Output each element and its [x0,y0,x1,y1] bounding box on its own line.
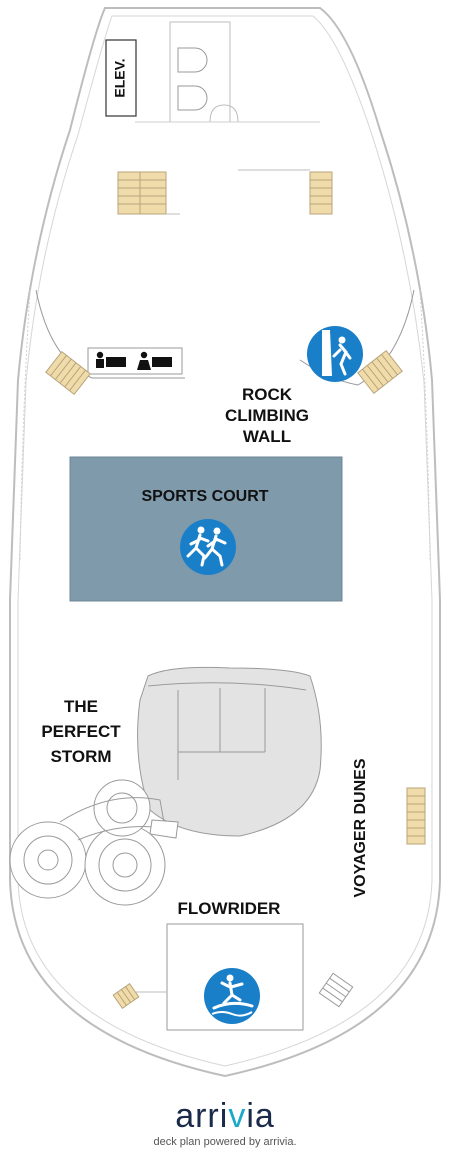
running-icon [180,519,236,575]
stairs-aft-port [112,983,140,1009]
perfect-storm-top [147,682,307,691]
stairs-forward-starboard [309,171,333,215]
label-rock-climbing-3: WALL [243,427,291,446]
surfing-icon [204,968,260,1024]
label-perfect-storm-1: THE [64,697,98,716]
restroom-women-icon [137,351,172,370]
stairs-aft-starboard [318,972,354,1008]
restroom-men-icon [96,351,126,368]
stairs-mid-port [45,350,91,396]
curved-wall-port [35,289,185,379]
elevator-car-2 [177,85,208,111]
label-perfect-storm-2: PERFECT [41,722,121,741]
railing-starboard [419,289,431,561]
label-rock-climbing-2: CLIMBING [225,406,309,425]
label-voyager-dunes: VOYAGER DUNES [352,758,369,897]
label-perfect-storm-3: STORM [50,747,111,766]
rock-climbing-icon [307,326,363,382]
elevator-box [105,39,137,117]
footer-tagline: deck plan powered by arrivia. [153,1136,297,1148]
hull-inner-line [17,15,433,1067]
footer: arrivia deck plan powered by arrivia. [0,1098,450,1148]
label-rock-climbing-1: ROCK [242,385,293,404]
label-flowrider: FLOWRIDER [178,899,281,918]
label-sports-court: SPORTS COURT [141,488,268,505]
stairs-forward-port [117,171,167,215]
arrivia-logo: arrivia [175,1097,275,1135]
railing-port [19,289,31,561]
deck-plan: ELEV. ROCK CLIMBING WALL SPORTS COURT TH… [9,7,441,1078]
elevator-car-1 [177,47,208,73]
label-elevator: ELEV. [112,58,128,97]
stairs-voyager-dunes [406,787,426,845]
waterslides [9,779,179,906]
forward-arch [209,104,239,123]
stairs-mid-starboard [357,349,403,395]
